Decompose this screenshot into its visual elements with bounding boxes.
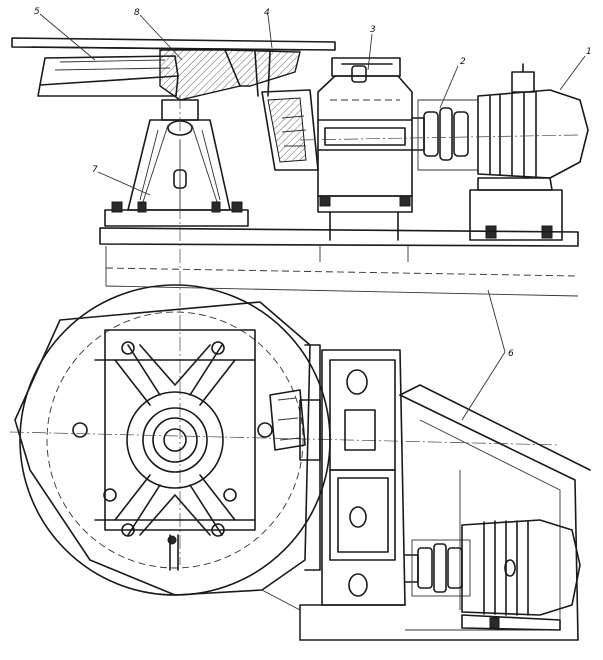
reducer-plan: [269, 344, 406, 606]
coupling: [411, 99, 479, 171]
callout-leaders: [39, 13, 586, 421]
leader-2: [439, 65, 459, 109]
pedestal-stand: [104, 99, 249, 227]
feeder-plate: [11, 37, 336, 101]
leader-6-bottom: [461, 351, 506, 421]
callout-5: 5: [34, 7, 40, 17]
callout-1: 1: [586, 47, 592, 57]
callout-numbers: 5 8 4 3 2 1 7 6: [34, 7, 592, 359]
motor-plan: [461, 519, 581, 631]
base-frame-plan: [261, 384, 591, 641]
elevation-view: [11, 37, 589, 565]
star-hub: [114, 344, 236, 536]
plan-view: [9, 284, 591, 641]
callout-6: 6: [508, 349, 514, 359]
leader-8: [139, 14, 183, 61]
electric-motor: [469, 63, 589, 241]
callout-2: 2: [460, 57, 466, 67]
feeder-disc: [9, 284, 561, 596]
base-frame: [99, 227, 579, 297]
shaft-center-line: [299, 134, 581, 141]
leader-6-top: [487, 289, 506, 353]
gear-reducer: [317, 57, 413, 241]
leader-4: [267, 14, 273, 49]
callout-7: 7: [92, 165, 98, 175]
callout-4: 4: [264, 8, 270, 18]
leader-5: [39, 13, 96, 61]
callout-3: 3: [370, 25, 376, 35]
leader-7: [97, 171, 151, 196]
leader-1: [559, 55, 586, 91]
leader-3: [367, 33, 373, 71]
callout-8: 8: [134, 8, 140, 18]
bevel-gear: [261, 89, 319, 171]
horizontal-center-line: [9, 431, 561, 446]
